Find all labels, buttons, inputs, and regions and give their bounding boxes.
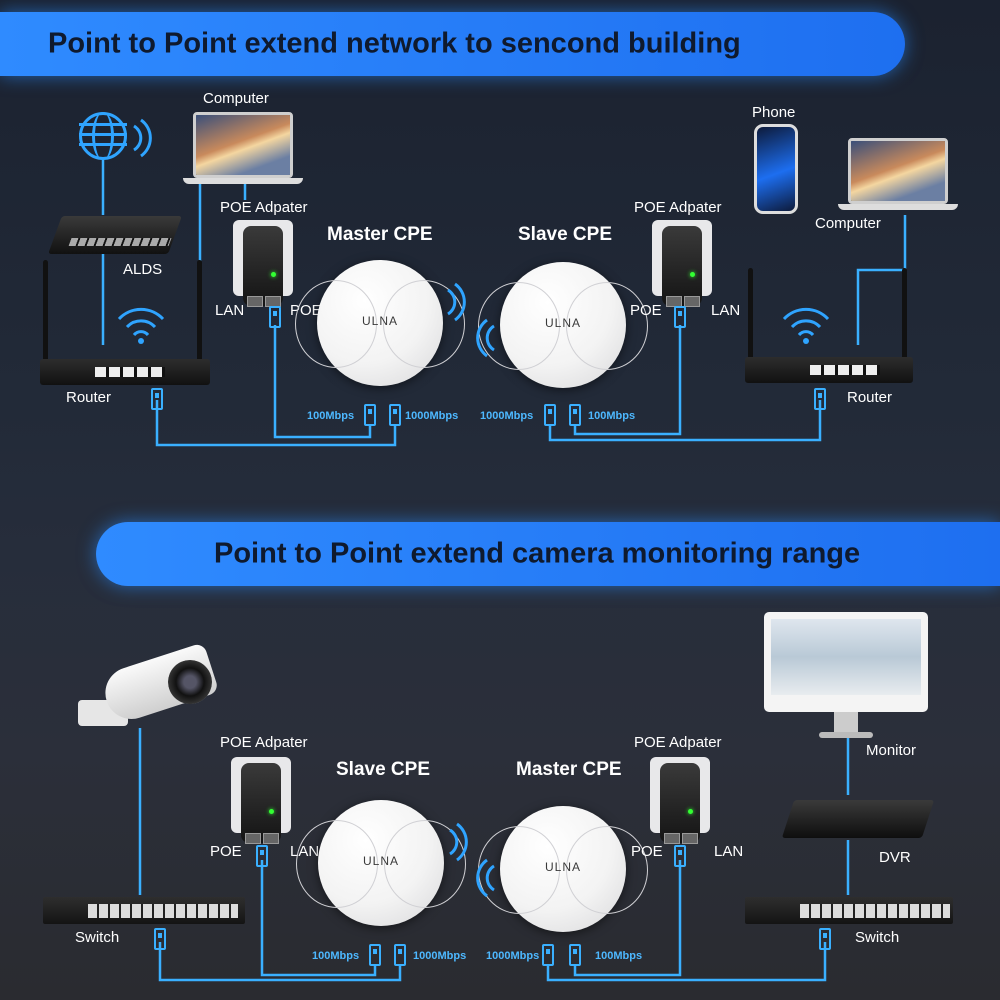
slave-cpe-device: ULNA — [318, 800, 444, 926]
ethernet-plug-icon — [151, 388, 163, 410]
router-right-label: Router — [847, 389, 892, 406]
speed-label: 1000Mbps — [413, 950, 466, 962]
ethernet-plug-icon — [674, 845, 686, 867]
speed-label: 100Mbps — [588, 410, 635, 422]
ethernet-plug-icon — [814, 388, 826, 410]
ethernet-plug-icon — [394, 944, 406, 966]
ethernet-plug-icon — [154, 928, 166, 950]
cpe-logo: ULNA — [500, 316, 626, 330]
poe-adapter-left-label: POE Adpater — [220, 199, 308, 216]
lan-right-label: LAN — [714, 843, 743, 860]
speed-label: 100Mbps — [307, 410, 354, 422]
slave-cpe-label: Slave CPE — [518, 224, 612, 246]
switch-left-icon — [43, 897, 245, 924]
switch-left-label: Switch — [75, 929, 119, 946]
ethernet-plug-icon — [364, 404, 376, 426]
ethernet-plug-icon — [542, 944, 554, 966]
computer-right-label: Computer — [815, 215, 881, 232]
poe-adapter-left-icon — [231, 757, 291, 847]
slave-cpe-device: ULNA — [500, 262, 626, 388]
poe-port-right-label: POE — [630, 302, 662, 319]
ethernet-plug-icon — [389, 404, 401, 426]
speed-label: 1000Mbps — [486, 950, 539, 962]
ethernet-plug-icon — [269, 306, 281, 328]
monitor-icon — [764, 612, 928, 740]
speed-label: 1000Mbps — [405, 410, 458, 422]
dvr-device-icon — [788, 800, 928, 838]
ethernet-plug-icon — [819, 928, 831, 950]
wifi-right-icon — [780, 305, 832, 345]
speed-label: 1000Mbps — [480, 410, 533, 422]
laptop-left-icon — [183, 112, 308, 187]
cpe-logo: ULNA — [500, 860, 626, 874]
lan-right-label: LAN — [711, 302, 740, 319]
ethernet-plug-icon — [674, 306, 686, 328]
lan-left-label: LAN — [215, 302, 244, 319]
poe-adapter-right-icon — [650, 757, 710, 847]
cpe-logo: ULNA — [317, 314, 443, 328]
poe-adapter-left-icon — [233, 220, 293, 310]
poe-port-left-label: POE — [210, 843, 242, 860]
dvr-label: DVR — [879, 849, 911, 866]
monitor-label: Monitor — [866, 742, 916, 759]
ethernet-plug-icon — [569, 944, 581, 966]
slave-cpe-label: Slave CPE — [336, 759, 430, 781]
signal-waves-icon — [130, 118, 154, 158]
ethernet-plug-icon — [256, 845, 268, 867]
speed-label: 100Mbps — [595, 950, 642, 962]
security-camera-icon — [78, 650, 218, 735]
signal-slave-icon — [446, 822, 470, 862]
master-cpe-device: ULNA — [500, 806, 626, 932]
phone-label: Phone — [752, 104, 795, 121]
ethernet-plug-icon — [569, 404, 581, 426]
signal-master-icon — [474, 858, 498, 898]
master-cpe-label: Master CPE — [327, 224, 433, 246]
poe-adapter-right-label: POE Adpater — [634, 734, 722, 751]
poe-adapter-left-label: POE Adpater — [220, 734, 308, 751]
ethernet-plug-icon — [544, 404, 556, 426]
master-cpe-device: ULNA — [317, 260, 443, 386]
switch-right-label: Switch — [855, 929, 899, 946]
laptop-right-icon — [838, 138, 963, 213]
switch-right-icon — [745, 897, 953, 924]
wifi-left-icon — [115, 305, 167, 345]
computer-left-label: Computer — [203, 90, 269, 107]
signal-slave-icon — [474, 318, 498, 358]
poe-port-right-label: POE — [631, 843, 663, 860]
router-left-label: Router — [66, 389, 111, 406]
master-cpe-label: Master CPE — [516, 759, 622, 781]
internet-globe-icon — [79, 112, 127, 160]
ethernet-plug-icon — [369, 944, 381, 966]
alds-device — [55, 216, 175, 254]
phone-icon — [754, 124, 798, 214]
poe-adapter-right-icon — [652, 220, 712, 310]
poe-adapter-right-label: POE Adpater — [634, 199, 722, 216]
speed-label: 100Mbps — [312, 950, 359, 962]
signal-master-icon — [444, 282, 468, 322]
cpe-logo: ULNA — [318, 854, 444, 868]
